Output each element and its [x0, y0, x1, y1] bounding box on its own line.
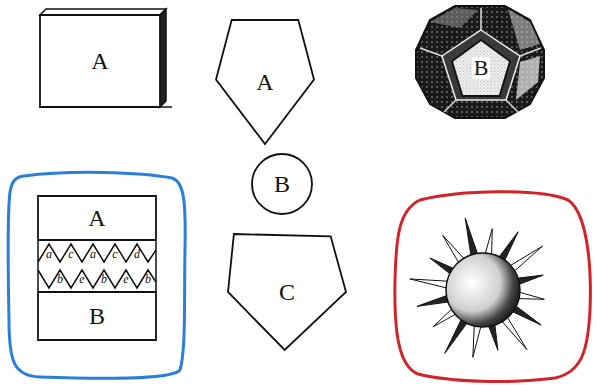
zigzag-letter: c: [112, 248, 117, 260]
figure-letter: A: [89, 49, 110, 73]
figure-shape: B: [452, 40, 510, 96]
zigzag-letter: d: [134, 248, 140, 260]
ball: [446, 253, 520, 327]
figure-letter: B: [472, 57, 491, 79]
zigzag-letter: b: [57, 273, 63, 285]
figure-shape: A: [216, 20, 314, 144]
red-ring: [395, 192, 591, 382]
figure-letter: A: [86, 206, 107, 230]
figure-letter: B: [87, 304, 107, 328]
figure-letter: C: [277, 280, 297, 304]
figure-letter: B: [272, 172, 292, 196]
zigzag-letter: b: [145, 273, 151, 285]
zigzag-letter: b: [101, 273, 107, 285]
zigzag-letter: a: [90, 248, 96, 260]
figure-shape: B: [38, 292, 156, 340]
zigzag-letter: e: [123, 273, 128, 285]
zigzag-letter: c: [68, 248, 73, 260]
blue-ring: [8, 172, 185, 378]
zigzag-letter: a: [46, 248, 52, 260]
cube: [40, 9, 172, 107]
figure-shape: A: [38, 196, 156, 240]
dodecahedron: [416, 6, 544, 118]
figure-shape: C: [228, 234, 346, 350]
figure-shape: A: [40, 15, 160, 107]
spiky-ball: [410, 218, 544, 357]
zigzag-letter: e: [79, 273, 84, 285]
figure-shape: B: [252, 154, 312, 214]
zigzag-band: [38, 240, 156, 292]
figure-letter: A: [254, 70, 275, 94]
